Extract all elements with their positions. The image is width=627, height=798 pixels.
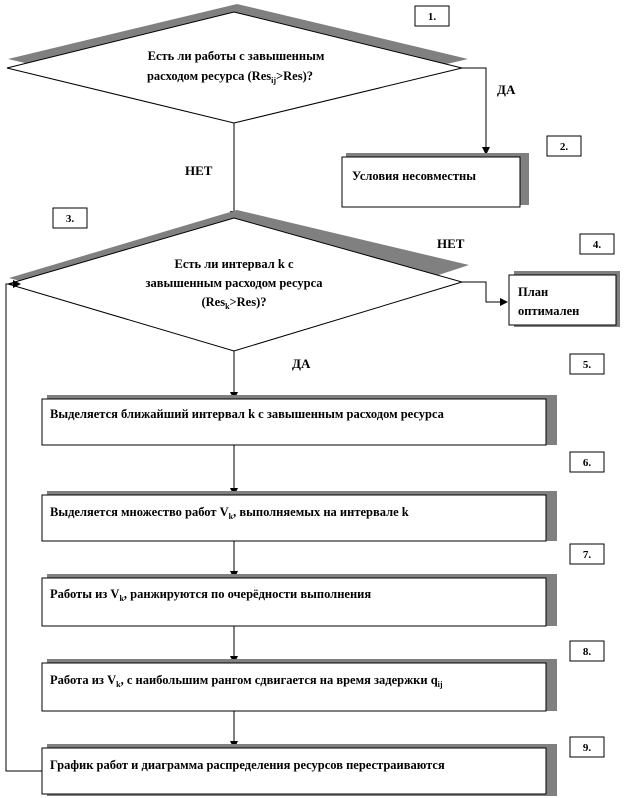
svg-text:График работ и диаграмма распр: График работ и диаграмма распределения р… <box>50 758 445 772</box>
svg-text:План: План <box>518 285 548 299</box>
box-select-interval: Выделяется ближайший интервал k с завыше… <box>41 395 557 446</box>
box-rebuild-schedule: График работ и диаграмма распределения р… <box>41 744 557 796</box>
svg-text:2.: 2. <box>560 141 569 153</box>
label-no-1: НЕТ <box>185 163 213 178</box>
decision1-line2: расходом ресурса (Resij>Res)? <box>147 69 313 85</box>
box-rank-works: Работы из Vk, ранжируются по очерёдности… <box>41 574 557 627</box>
step-number-7: 7. <box>569 543 605 565</box>
decision2-line2: завышенным расходом ресурса <box>145 276 323 290</box>
step-number-9: 9. <box>569 736 605 758</box>
step8-text: Работа из Vk, с наибольшим рангом сдвига… <box>50 673 443 689</box>
svg-text:7.: 7. <box>583 549 592 561</box>
arrow-loop-back <box>5 283 42 772</box>
box-incompatible: Условия несовместны <box>341 153 529 208</box>
box-shift-work: Работа из Vk, с наибольшим рангом сдвига… <box>41 659 557 712</box>
arrow-no-optimal <box>462 281 508 306</box>
step-number-8: 8. <box>569 640 605 662</box>
step-number-2: 2. <box>546 135 582 157</box>
step-number-6: 6. <box>569 451 605 473</box>
step-number-3: 3. <box>52 207 88 229</box>
decision-overload-interval: Есть ли интервал k с завышенным расходом… <box>6 210 469 352</box>
label-no-2: НЕТ <box>437 236 465 251</box>
decision-overload-works: Есть ли работы с завышенным расходом рес… <box>6 4 468 124</box>
svg-text:оптимален: оптимален <box>518 304 579 318</box>
svg-text:3.: 3. <box>66 213 75 225</box>
svg-text:6.: 6. <box>583 457 592 469</box>
svg-text:5.: 5. <box>583 359 592 371</box>
svg-text:4.: 4. <box>593 239 602 251</box>
step6-text: Выделяется множество работ Vk, выполняем… <box>50 505 409 521</box>
step-number-4: 4. <box>579 233 615 255</box>
decision2-line1: Есть ли интервал k с <box>174 257 293 271</box>
step-number-5: 5. <box>569 353 605 375</box>
decision1-line1: Есть ли работы с завышенным <box>148 49 325 63</box>
svg-text:1.: 1. <box>428 11 437 23</box>
arrow-yes-incompatible <box>462 67 490 155</box>
step7-text: Работы из Vk, ранжируются по очерёдности… <box>50 587 371 603</box>
step-number-1: 1. <box>414 5 450 27</box>
svg-text:8.: 8. <box>583 646 592 658</box>
box-plan-optimal: План оптимален <box>508 271 620 327</box>
svg-text:Условия несовместны: Условия несовместны <box>352 169 476 183</box>
svg-text:9.: 9. <box>583 742 592 754</box>
svg-text:Выделяется ближайший интервал: Выделяется ближайший интервал k с завыше… <box>50 407 445 421</box>
label-yes-2: ДА <box>292 356 311 371</box>
decision2-line3: (Resk>Res)? <box>201 295 266 311</box>
label-yes-1: ДА <box>497 82 516 97</box>
box-select-works-set: Выделяется множество работ Vk, выполняем… <box>41 491 557 542</box>
